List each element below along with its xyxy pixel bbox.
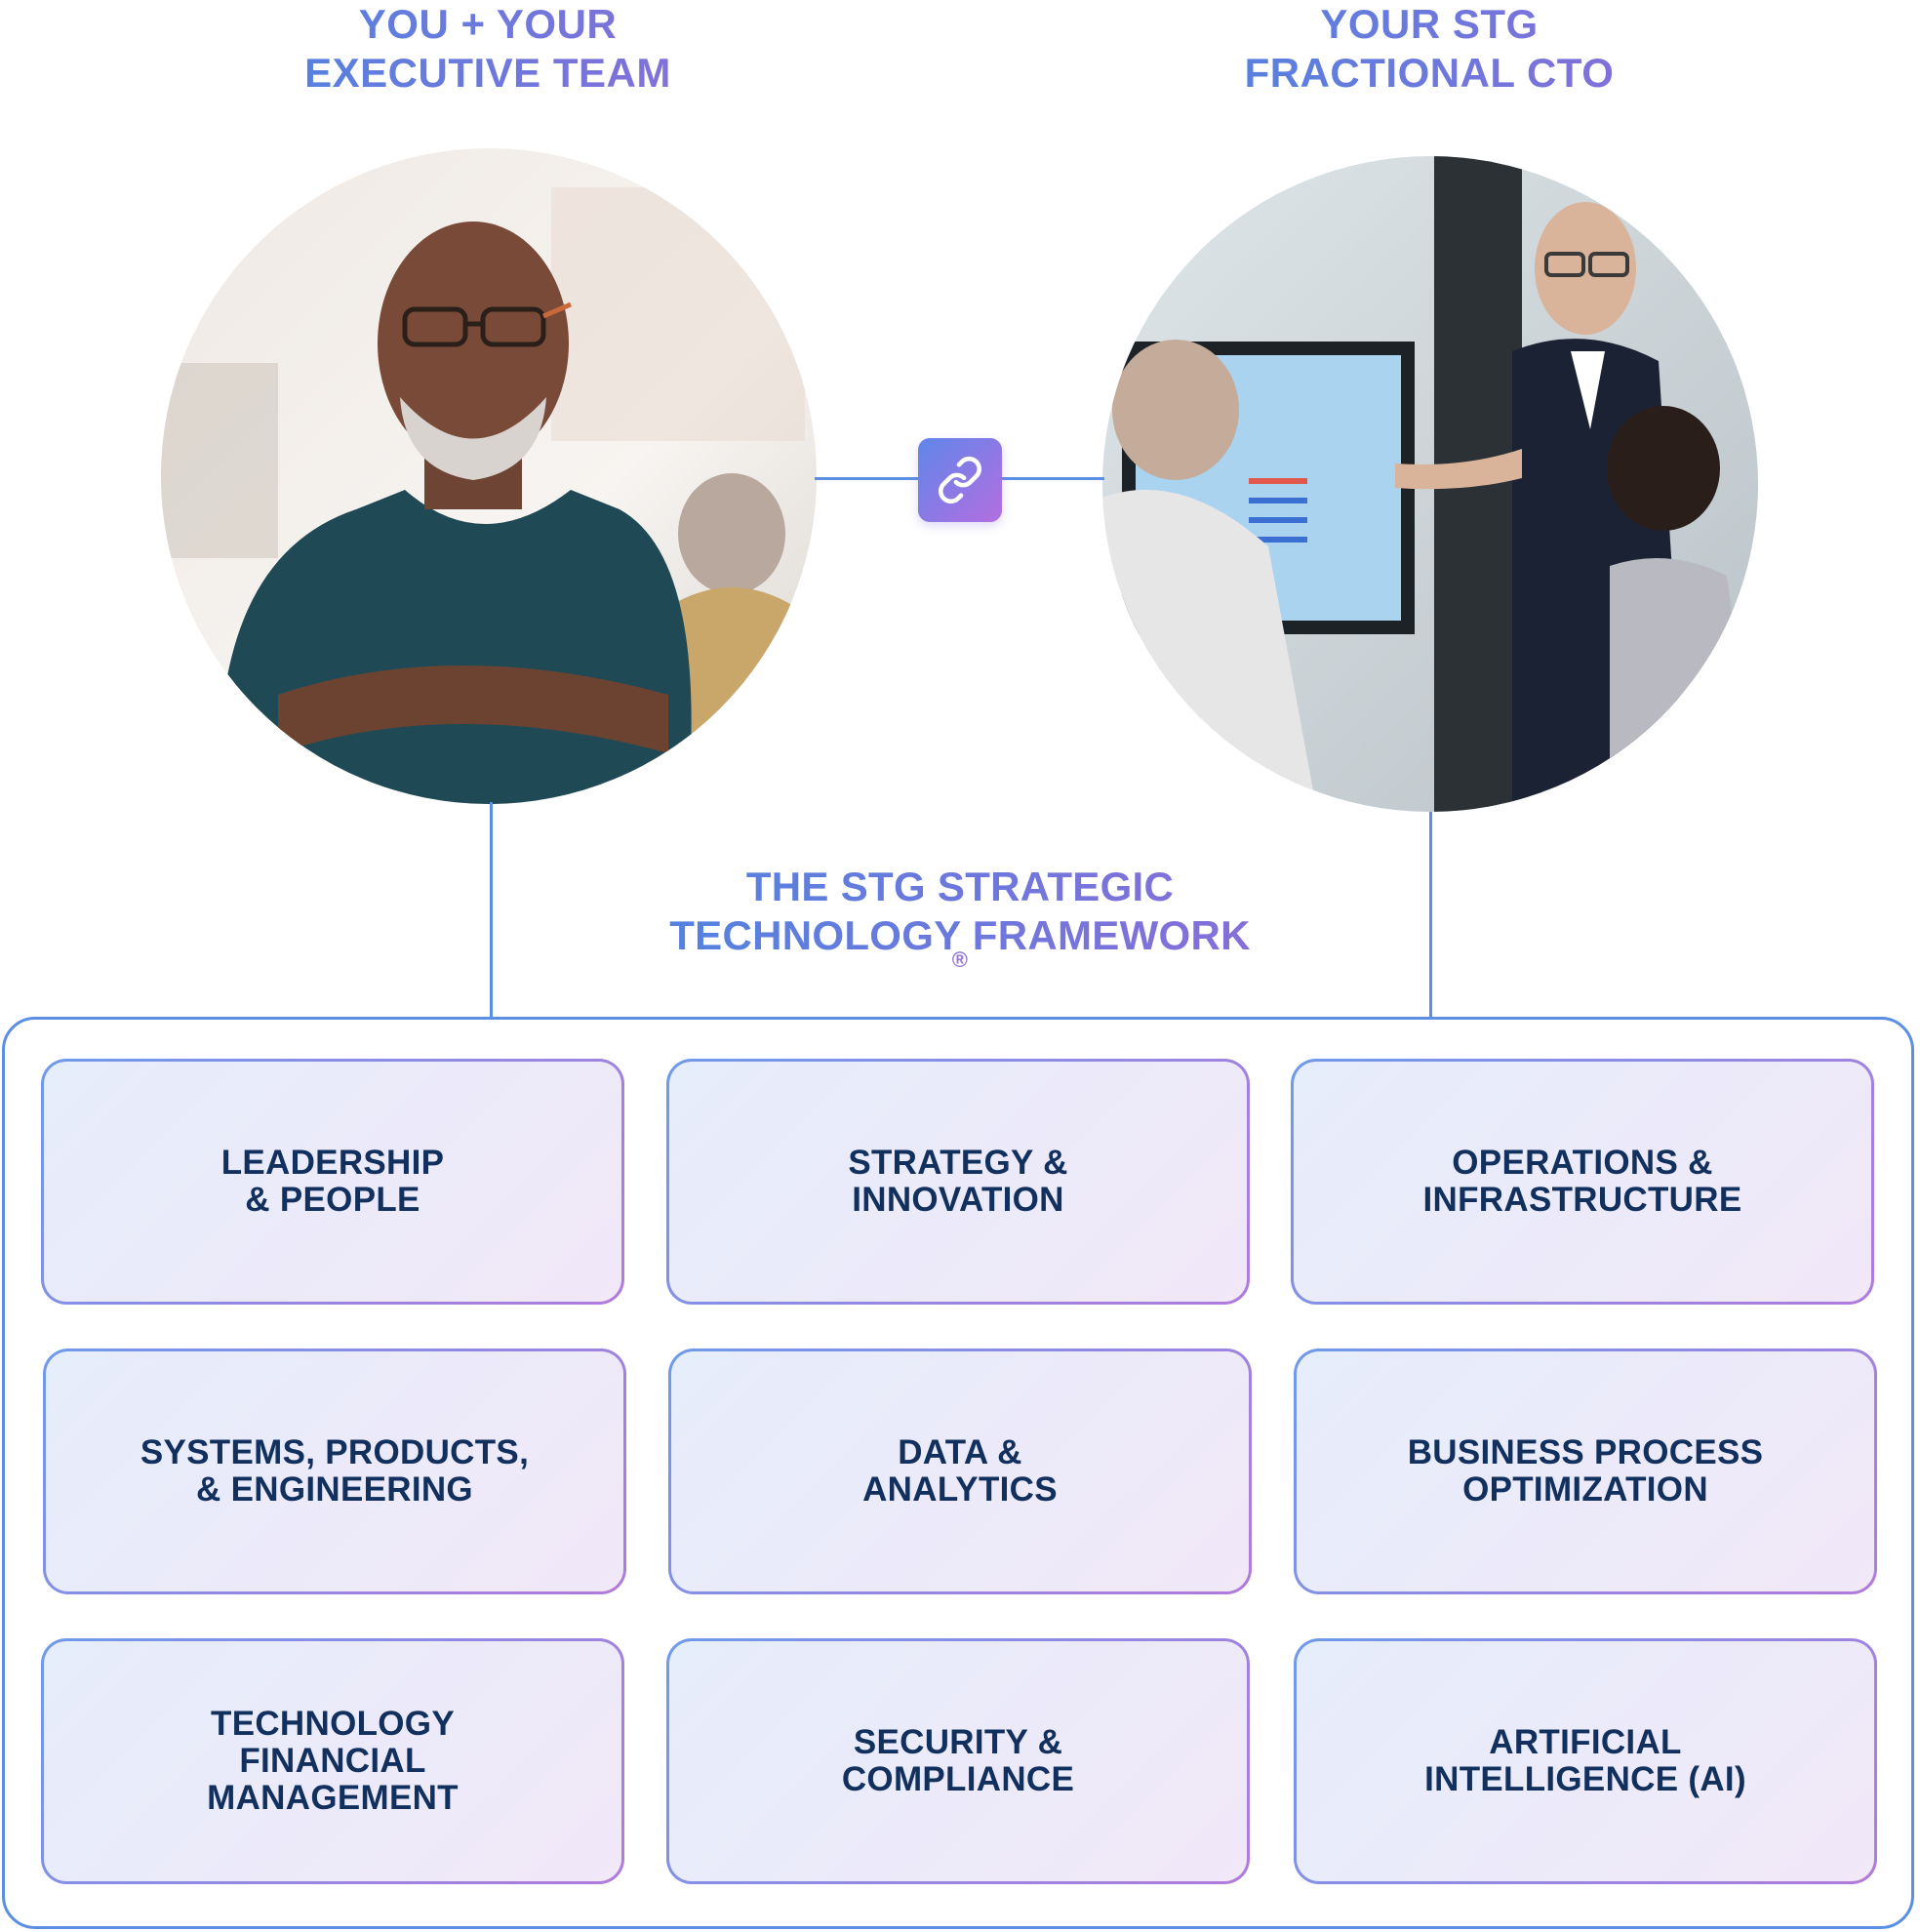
link-icon (918, 438, 1002, 522)
area-label: DATA & ANALYTICS (862, 1433, 1058, 1509)
area-label: ARTIFICIAL INTELLIGENCE (AI) (1424, 1723, 1746, 1798)
connector-line-left (815, 477, 920, 480)
area-label: LEADERSHIP & PEOPLE (220, 1144, 445, 1219)
executive-team-title: YOU + YOUR EXECUTIVE TEAM (185, 0, 790, 98)
executive-team-title-line2: EXECUTIVE TEAM (304, 50, 671, 96)
area-tile-operations-infrastructure: OPERATIONS & INFRASTRUCTURE (1291, 1059, 1874, 1305)
fractional-cto-photo (1102, 156, 1758, 812)
area-label: SECURITY & COMPLIANCE (841, 1723, 1075, 1798)
fractional-cto-title-line1: YOUR STG (1320, 1, 1539, 47)
area-label: OPERATIONS & INFRASTRUCTURE (1422, 1144, 1742, 1219)
drop-line-left (490, 802, 493, 1017)
executive-photo (161, 148, 817, 804)
area-tile-data-analytics: DATA & ANALYTICS (668, 1348, 1252, 1594)
area-tile-strategy-innovation: STRATEGY & INNOVATION (666, 1059, 1250, 1305)
executive-team-title-line1: YOU + YOUR (358, 1, 618, 47)
area-tile-business-process-optimization: BUSINESS PROCESS OPTIMIZATION (1294, 1348, 1877, 1594)
framework-title-line1: THE STG STRATEGIC (745, 864, 1175, 909)
area-label: BUSINESS PROCESS OPTIMIZATION (1407, 1433, 1764, 1509)
area-label: SYSTEMS, PRODUCTS, & ENGINEERING (140, 1433, 530, 1509)
area-tile-leadership-people: LEADERSHIP & PEOPLE (41, 1059, 624, 1305)
area-label: TECHNOLOGY FINANCIAL MANAGEMENT (207, 1705, 459, 1817)
drop-line-right (1429, 812, 1432, 1017)
area-tile-artificial-intelligence: ARTIFICIAL INTELLIGENCE (AI) (1294, 1638, 1877, 1884)
fractional-cto-title-line2: FRACTIONAL CTO (1244, 50, 1615, 96)
connector-line-right (1001, 477, 1104, 480)
fractional-cto-title: YOUR STG FRACTIONAL CTO (1127, 0, 1732, 98)
area-label: STRATEGY & INNOVATION (848, 1144, 1068, 1219)
area-tile-technology-financial-management: TECHNOLOGY FINANCIAL MANAGEMENT (41, 1638, 624, 1884)
area-tile-systems-products-engineering: SYSTEMS, PRODUCTS, & ENGINEERING (43, 1348, 626, 1594)
framework-title-line2: TECHNOLOGY FRAMEWORK® (570, 911, 1350, 971)
area-tile-security-compliance: SECURITY & COMPLIANCE (666, 1638, 1250, 1884)
framework-title: THE STG STRATEGIC TECHNOLOGY FRAMEWORK® (570, 863, 1350, 971)
